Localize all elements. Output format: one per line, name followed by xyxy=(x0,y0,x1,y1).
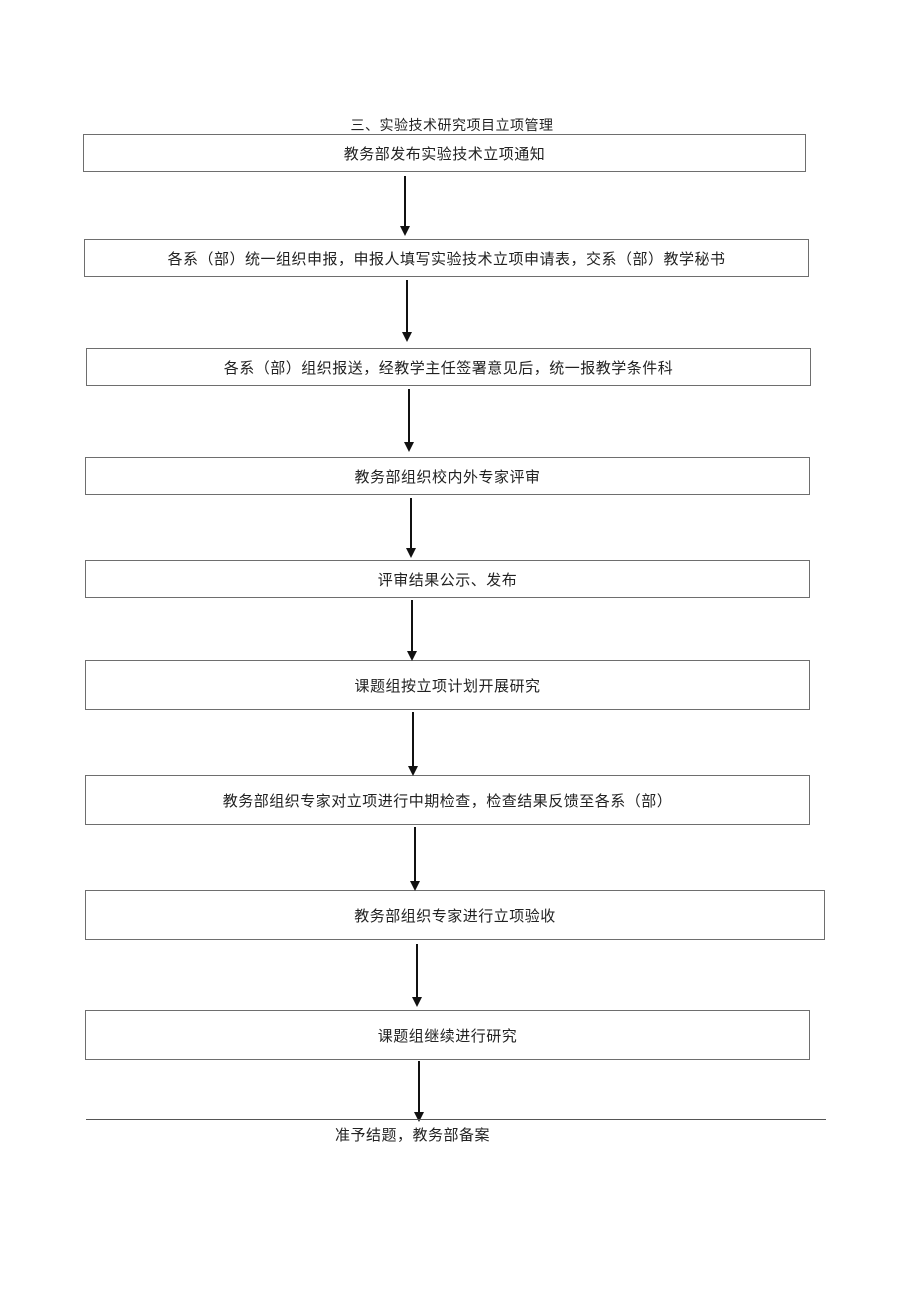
step-8-label: 教务部组织专家进行立项验收 xyxy=(354,906,556,925)
step-9-label: 课题组继续进行研究 xyxy=(377,1026,518,1045)
step-9-box: 课题组继续进行研究 xyxy=(85,1010,810,1060)
step-4-label: 教务部组织校内外专家评审 xyxy=(354,467,541,486)
final-step-top-border xyxy=(86,1119,826,1120)
final-step-label: 准予结题，教务部备案 xyxy=(335,1126,491,1144)
step-5-label: 评审结果公示、发布 xyxy=(377,570,518,589)
flowchart-title: 三、实验技术研究项目立项管理 xyxy=(350,118,554,134)
step-6-label: 课题组按立项计划开展研究 xyxy=(354,676,541,695)
step-7-box: 教务部组织专家对立项进行中期检查，检查结果反馈至各系（部） xyxy=(85,775,810,825)
step-5-box: 评审结果公示、发布 xyxy=(85,560,810,598)
step-6-box: 课题组按立项计划开展研究 xyxy=(85,660,810,710)
step-1-box: 教务部发布实验技术立项通知 xyxy=(83,134,806,172)
step-3-label: 各系（部）组织报送，经教学主任签署意见后，统一报教学条件科 xyxy=(223,358,674,377)
step-8-box: 教务部组织专家进行立项验收 xyxy=(85,890,825,940)
step-2-box: 各系（部）统一组织申报，申报人填写实验技术立项申请表，交系（部）教学秘书 xyxy=(84,239,809,277)
step-3-box: 各系（部）组织报送，经教学主任签署意见后，统一报教学条件科 xyxy=(86,348,811,386)
step-1-label: 教务部发布实验技术立项通知 xyxy=(343,144,546,163)
step-7-label: 教务部组织专家对立项进行中期检查，检查结果反馈至各系（部） xyxy=(222,791,673,810)
step-2-label: 各系（部）统一组织申报，申报人填写实验技术立项申请表，交系（部）教学秘书 xyxy=(167,249,726,268)
step-4-box: 教务部组织校内外专家评审 xyxy=(85,457,810,495)
